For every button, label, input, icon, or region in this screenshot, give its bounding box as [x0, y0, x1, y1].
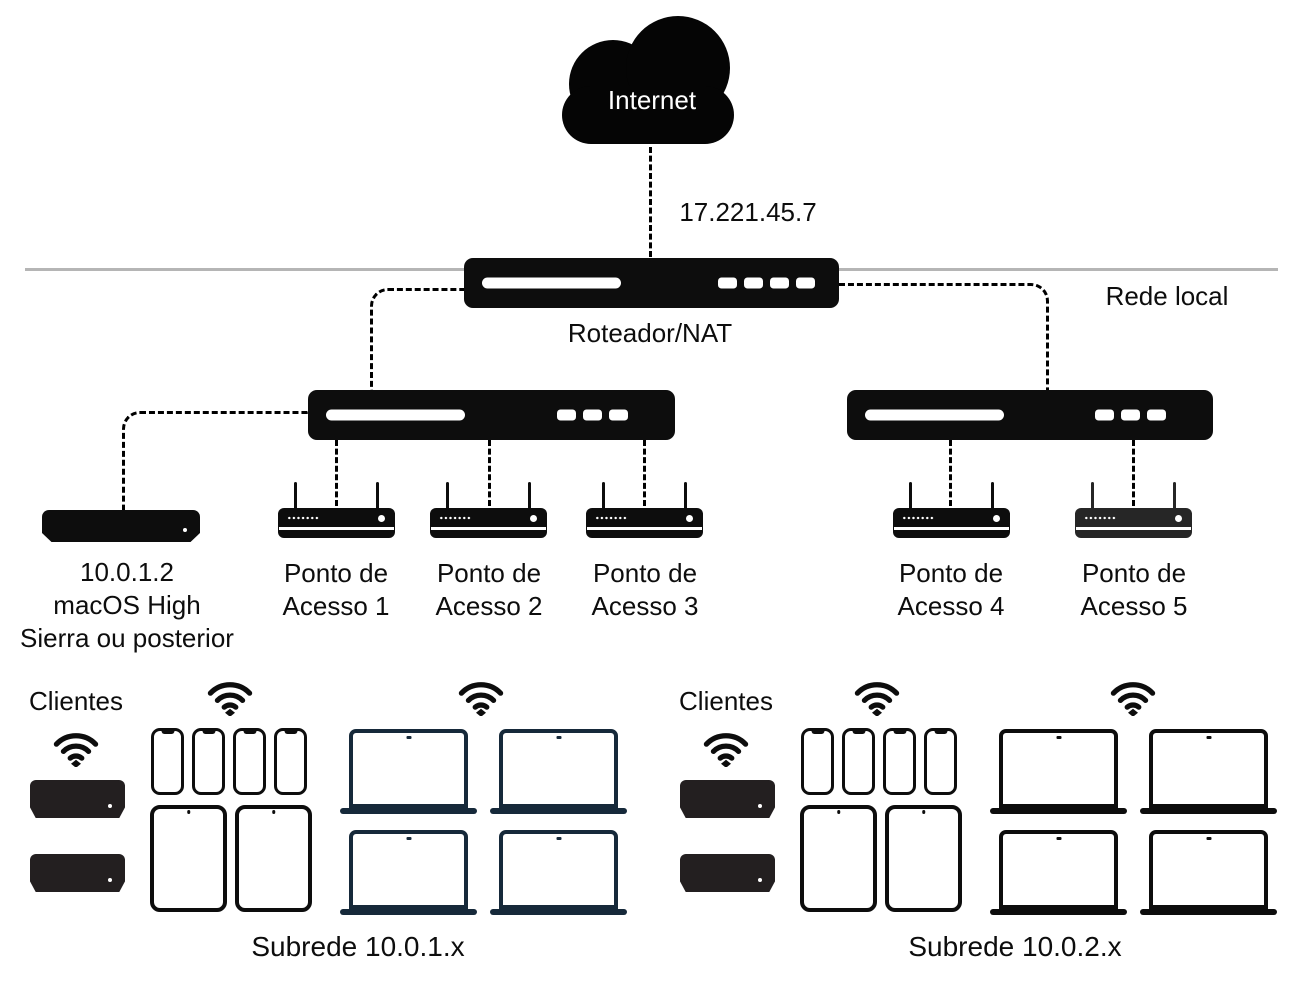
mac-mini-device — [680, 780, 775, 818]
wifi-icon — [457, 678, 505, 716]
wan-connector — [649, 147, 652, 257]
access-point-4-device — [893, 482, 1010, 538]
laptop-device — [340, 729, 477, 814]
laptop-device — [1140, 830, 1277, 915]
clients-label-left: Clientes — [29, 686, 123, 716]
laptop-device — [990, 729, 1127, 814]
ipad-group — [800, 805, 962, 912]
router-ports — [718, 277, 815, 289]
internet-cloud-icon — [562, 16, 734, 144]
iphone-device — [883, 728, 916, 795]
iphone-device — [274, 728, 307, 795]
mac-server-device — [42, 510, 200, 542]
subnet-label-right: Subrede 10.0.2.x — [908, 931, 1122, 962]
power-led — [183, 528, 187, 532]
access-point-5-device — [1075, 482, 1192, 538]
router-label: Roteador/NAT — [567, 318, 733, 348]
iphone-device — [192, 728, 225, 795]
access-point-2-device — [430, 482, 547, 538]
wifi-icon — [1109, 678, 1157, 716]
mac-server-label: 10.0.1.2 macOS High Sierra ou posterior — [20, 556, 234, 655]
router-to-left-switch-connector — [370, 288, 467, 393]
access-point-1-device — [278, 482, 395, 538]
ipad-group — [150, 805, 312, 912]
wifi-icon — [702, 729, 750, 767]
switch-vent — [865, 409, 1004, 421]
access-point-3-device — [586, 482, 703, 538]
laptop-device — [340, 830, 477, 915]
switch-ports — [1095, 409, 1166, 421]
switch-ports — [557, 409, 628, 421]
access-point-5-label: Ponto de Acesso 5 — [1080, 558, 1188, 621]
mac-mini-device — [30, 780, 125, 818]
iphone-device — [842, 728, 875, 795]
server-ip: 10.0.1.2 — [80, 557, 174, 587]
local-network-label: Rede local — [1105, 281, 1229, 311]
iphone-device — [151, 728, 184, 795]
server-os-line1: macOS High — [53, 590, 201, 620]
subnet-label-left: Subrede 10.0.1.x — [251, 931, 465, 962]
mac-mini-device — [30, 854, 125, 892]
wifi-icon — [52, 729, 100, 767]
wifi-icon — [206, 678, 254, 716]
iphone-device — [233, 728, 266, 795]
wan-ip-label: 17.221.45.7 — [679, 197, 817, 227]
laptop-device — [990, 830, 1127, 915]
access-point-3-label: Ponto de Acesso 3 — [591, 558, 699, 621]
laptop-device — [490, 830, 627, 915]
ipad-device — [885, 805, 962, 912]
right-switch-device — [847, 390, 1213, 440]
iphone-device — [924, 728, 957, 795]
switch-vent — [326, 409, 465, 421]
router-to-right-switch-connector — [839, 283, 1049, 393]
ipad-device — [800, 805, 877, 912]
wifi-icon — [853, 678, 901, 716]
laptop-device — [490, 729, 627, 814]
mac-mini-device — [680, 854, 775, 892]
left-switch-device — [308, 390, 675, 440]
ipad-device — [150, 805, 227, 912]
iphone-group — [801, 728, 957, 795]
iphone-group — [151, 728, 307, 795]
ipad-device — [235, 805, 312, 912]
router-device — [464, 258, 839, 308]
router-vent — [482, 277, 621, 289]
server-os-line2: Sierra ou posterior — [20, 623, 234, 653]
iphone-device — [801, 728, 834, 795]
access-point-2-label: Ponto de Acesso 2 — [435, 558, 543, 621]
clients-label-right: Clientes — [679, 686, 773, 716]
access-point-1-label: Ponto de Acesso 1 — [282, 558, 390, 621]
internet-label: Internet — [607, 85, 697, 115]
access-point-4-label: Ponto de Acesso 4 — [897, 558, 1005, 621]
laptop-device — [1140, 729, 1277, 814]
